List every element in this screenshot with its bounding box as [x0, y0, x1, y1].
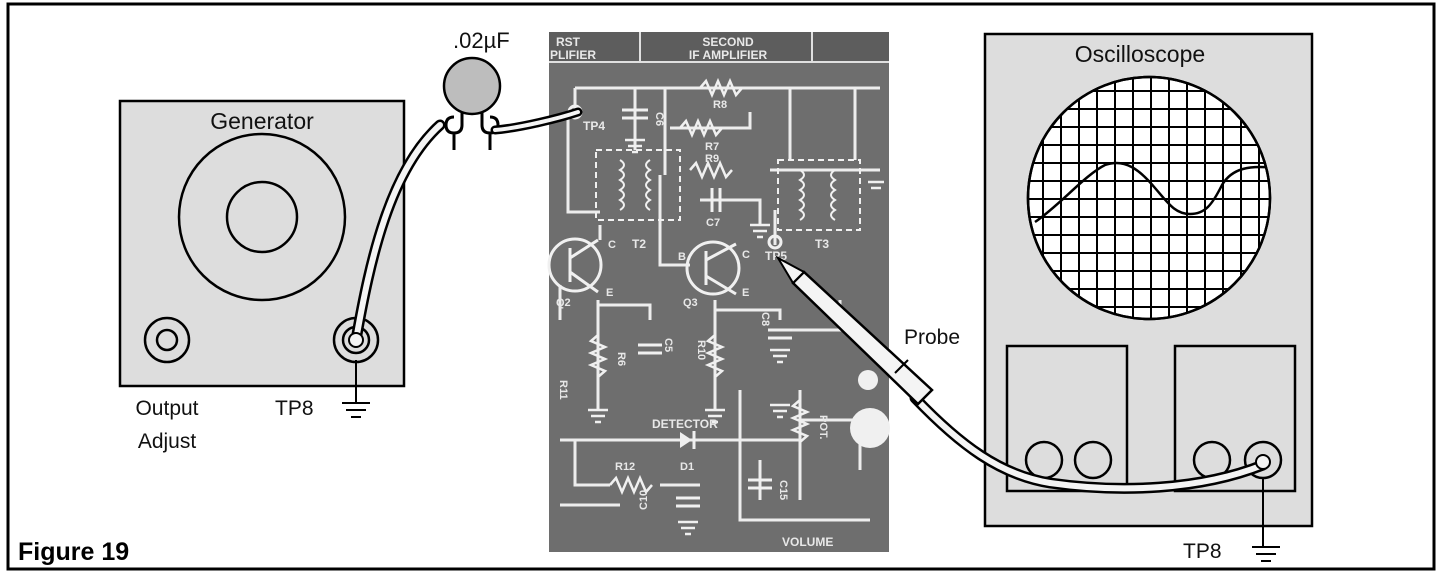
pcb-label-pin-c1: C — [608, 239, 616, 251]
probe-cable-end — [1256, 455, 1270, 469]
pcb-label-c15: C15 — [777, 480, 789, 500]
pcb-solder-pad — [858, 370, 878, 390]
pcb-label-pin-c2: C — [742, 249, 750, 261]
pcb-label-c10: C10 — [638, 490, 650, 510]
generator-cable-end — [349, 333, 363, 347]
pcb-label-r9: R9 — [705, 153, 719, 165]
pcb-label-c7: C7 — [706, 217, 720, 229]
pcb-header-mid-1: SECOND — [702, 35, 754, 49]
pcb-label-detector: DETECTOR — [652, 417, 718, 431]
pcb-label-r12: R12 — [615, 461, 635, 473]
pcb-label-pin-e2: E — [742, 287, 749, 299]
pcb-label-r6: R6 — [615, 352, 627, 366]
pcb-label-t3: T3 — [815, 237, 829, 251]
probe-label: Probe — [904, 326, 960, 349]
oscilloscope-title: Oscilloscope — [1075, 41, 1205, 67]
output-adjust-label-line1: Output — [135, 397, 198, 420]
figure-caption: Figure 19 — [18, 538, 129, 566]
pcb-label-r10: R10 — [695, 340, 707, 360]
pcb-label-pin-e1: E — [606, 287, 613, 299]
pcb-label-c8: C8 — [759, 312, 771, 326]
pcb-label-c6: C6 — [653, 112, 665, 126]
pcb-label-tp4: TP4 — [583, 119, 605, 133]
pcb-label-r7: R7 — [705, 141, 719, 153]
output-adjust-label-line2: Adjust — [138, 430, 197, 453]
pcb-label-r11: R11 — [557, 380, 569, 400]
pcb-label-pot: POT. — [817, 415, 829, 439]
pcb-pot-knob — [850, 408, 890, 448]
pcb-label-q3: Q3 — [683, 297, 698, 309]
generator-tp8-label: TP8 — [275, 397, 314, 420]
pcb-header-left-2: PLIFIER — [550, 48, 596, 62]
pcb-header-mid-2: IF AMPLIFIER — [689, 48, 768, 62]
capacitor-label: .02µF — [453, 28, 510, 53]
pcb-board: RST PLIFIER SECOND IF AMPLIFIER — [549, 32, 890, 552]
pcb-label-volume: VOLUME — [782, 535, 833, 549]
pcb-header-left-1: RST — [556, 35, 581, 49]
pcb-label-q2: Q2 — [556, 297, 571, 309]
pcb-label-t2: T2 — [632, 237, 646, 251]
pcb-label-pin-b: B — [678, 251, 686, 263]
pcb-label-c5: C5 — [662, 338, 674, 352]
pcb-label-d1: D1 — [680, 461, 694, 473]
oscilloscope-tp8-label: TP8 — [1183, 540, 1222, 563]
pcb-label-r8: R8 — [713, 99, 727, 111]
capacitor-body — [444, 58, 500, 114]
generator-title: Generator — [210, 108, 314, 134]
